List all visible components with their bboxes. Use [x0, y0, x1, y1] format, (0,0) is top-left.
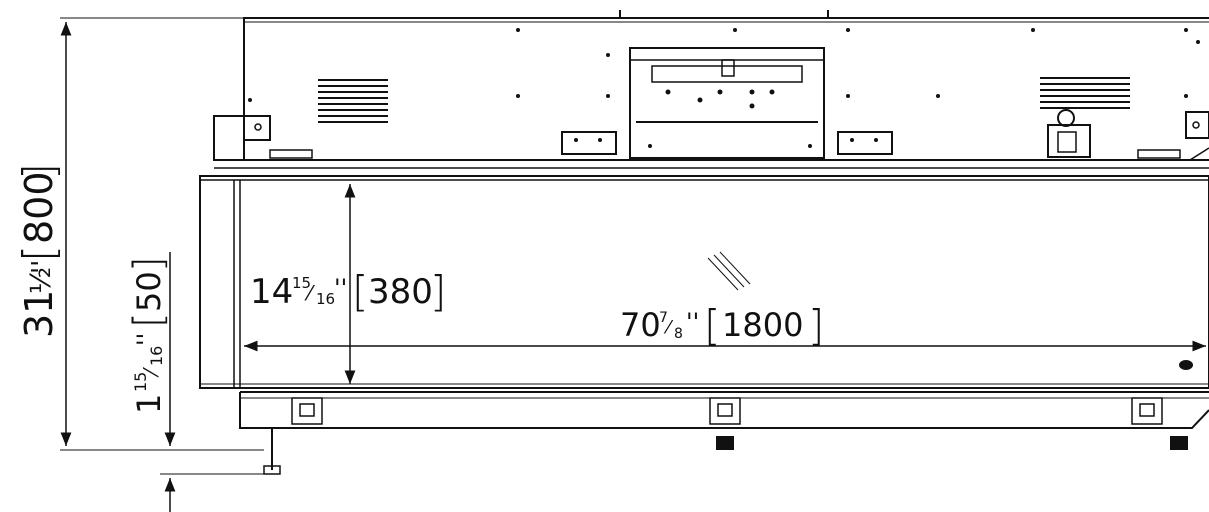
- overall-height-imperial-whole: 31: [17, 290, 61, 338]
- glass-height-inch-mark: '': [334, 274, 347, 302]
- leveling-feet: [263, 428, 1188, 475]
- base-height-metric: 50: [130, 271, 168, 312]
- glass-height-fraction-slash: ⁄: [304, 281, 315, 305]
- overall-width-bracket-close: ]: [808, 301, 824, 350]
- overall-height-bracket-open: [: [14, 245, 65, 262]
- glass-height-metric: 380: [368, 272, 433, 312]
- fireplace-body: [199, 10, 1209, 475]
- base-rail: [239, 391, 1209, 429]
- overall-height-dimension-line: [60, 17, 264, 451]
- overall-width-imperial-denominator: 8: [674, 326, 683, 342]
- base-height-bracket-open: [: [126, 312, 172, 328]
- left-vent-slots: [318, 79, 388, 123]
- base-height-dimension-line: [160, 252, 264, 512]
- base-height-inch-mark: '': [132, 333, 160, 346]
- base-height-fraction-slash: ⁄: [139, 367, 163, 378]
- overall-width-imperial-numerator: 7: [659, 310, 668, 326]
- glass-height-bracket-open: [: [352, 267, 368, 316]
- glass-height-label: 14 15 ⁄ 16 '' [ 380 ]: [250, 267, 446, 316]
- glass-height-imperial-whole: 14: [250, 272, 293, 312]
- glass-firebox: [199, 175, 1209, 389]
- glass-height-imperial-numerator: 15: [292, 274, 311, 292]
- glass-height-imperial-denominator: 16: [316, 290, 335, 308]
- overall-height-bracket-close: ]: [14, 163, 65, 180]
- top-chassis: [213, 10, 1209, 169]
- overall-width-metric: 1800: [722, 306, 803, 344]
- overall-width-bracket-open: [: [704, 301, 720, 350]
- base-height-imperial-denominator: 16: [147, 346, 166, 366]
- overall-width-label: 70 7 ⁄ 8 '' [ 1800 ]: [620, 301, 824, 350]
- base-height-label: 1 15 ⁄ 16 '' [ 50 ]: [126, 256, 172, 414]
- overall-width-fraction-slash: ⁄: [663, 317, 674, 338]
- right-vent-slots: [1040, 77, 1130, 109]
- overall-height-label: 31 ½ '' [ 800 ]: [14, 163, 65, 338]
- overall-width-imperial-whole: 70: [620, 306, 661, 344]
- base-height-bracket-close: ]: [126, 256, 172, 272]
- glass-height-bracket-close: ]: [430, 267, 446, 316]
- overall-width-inch-mark: '': [686, 308, 699, 336]
- center-housing: [629, 47, 825, 159]
- overall-height-inch-mark: '': [27, 260, 57, 274]
- base-height-imperial-numerator: 15: [131, 372, 150, 392]
- base-height-imperial-whole: 1: [130, 394, 168, 414]
- overall-height-metric: 800: [17, 171, 61, 244]
- overall-height-imperial-fraction: ½: [24, 267, 57, 294]
